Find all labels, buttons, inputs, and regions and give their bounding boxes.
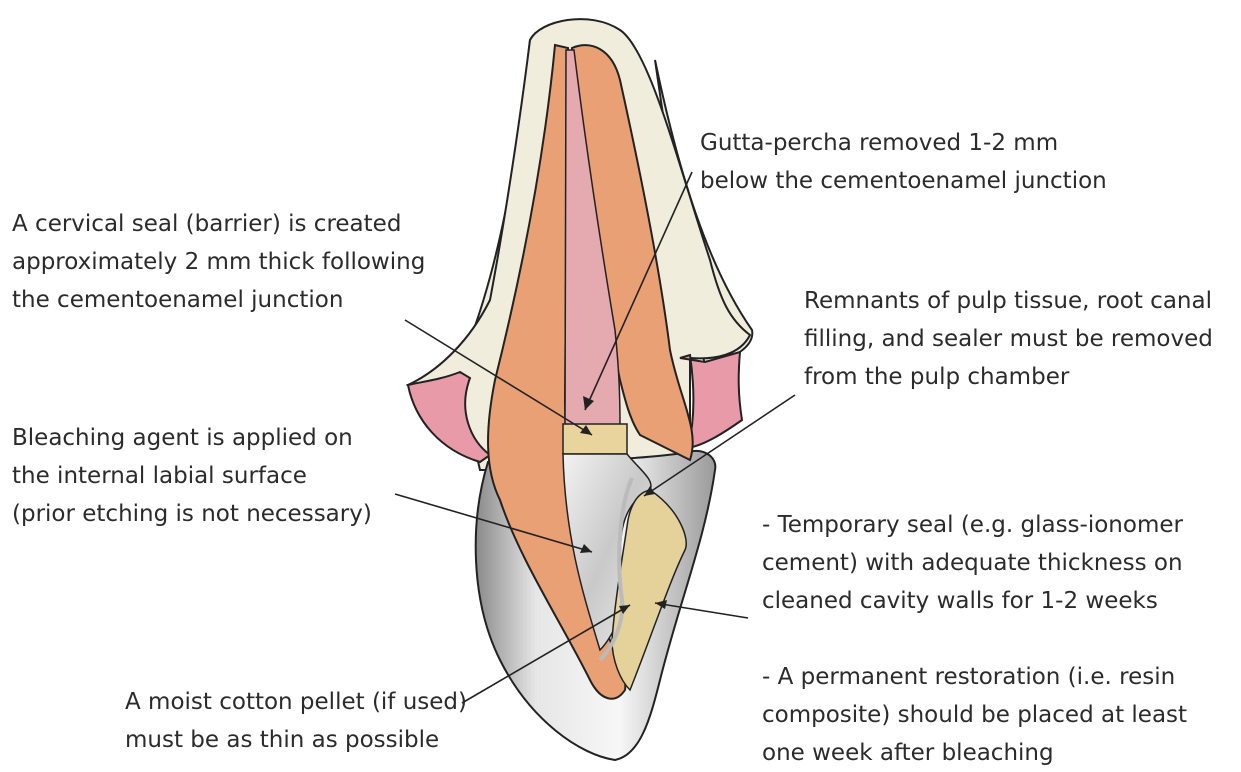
- label-cotton-pellet: A moist cotton pellet (if used) must be …: [125, 683, 467, 759]
- label-cervical-seal: A cervical seal (barrier) is created app…: [12, 205, 425, 319]
- label-bleaching-agent: Bleaching agent is applied on the intern…: [12, 419, 372, 533]
- label-permanent-restoration: - A permanent restoration (i.e. resin co…: [762, 658, 1187, 772]
- label-remnants: Remnants of pulp tissue, root canal fill…: [804, 282, 1213, 396]
- label-temporary-seal: - Temporary seal (e.g. glass-ionomer cem…: [762, 506, 1183, 620]
- cervical-seal: [563, 424, 627, 454]
- label-gutta-percha: Gutta-percha removed 1-2 mm below the ce…: [700, 124, 1107, 200]
